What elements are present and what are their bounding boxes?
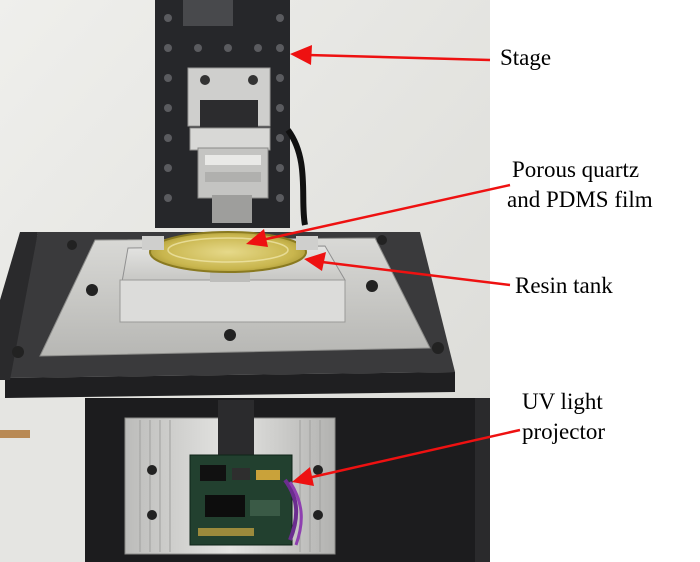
arrow-stage xyxy=(307,53,491,62)
arrow-porous-quartz xyxy=(261,183,511,242)
annotation-arrows xyxy=(246,45,521,486)
resin-tank-body xyxy=(119,231,346,323)
label-porous-quartz-line1: Porous quartz xyxy=(512,157,640,182)
label-porous-quartz-line2: and PDMS film xyxy=(507,187,653,212)
arrow-uv-projector xyxy=(307,428,521,480)
label-uv-light-line2: projector xyxy=(522,419,606,444)
label-stage: Stage xyxy=(500,45,552,70)
porous-quartz-disc xyxy=(149,231,307,273)
arrow-resin-tank xyxy=(321,260,511,287)
uv-projector-board xyxy=(189,454,303,546)
label-uv-light-line1: UV light xyxy=(522,389,603,414)
label-resin-tank: Resin tank xyxy=(515,273,613,298)
stage-carriage xyxy=(187,67,271,223)
